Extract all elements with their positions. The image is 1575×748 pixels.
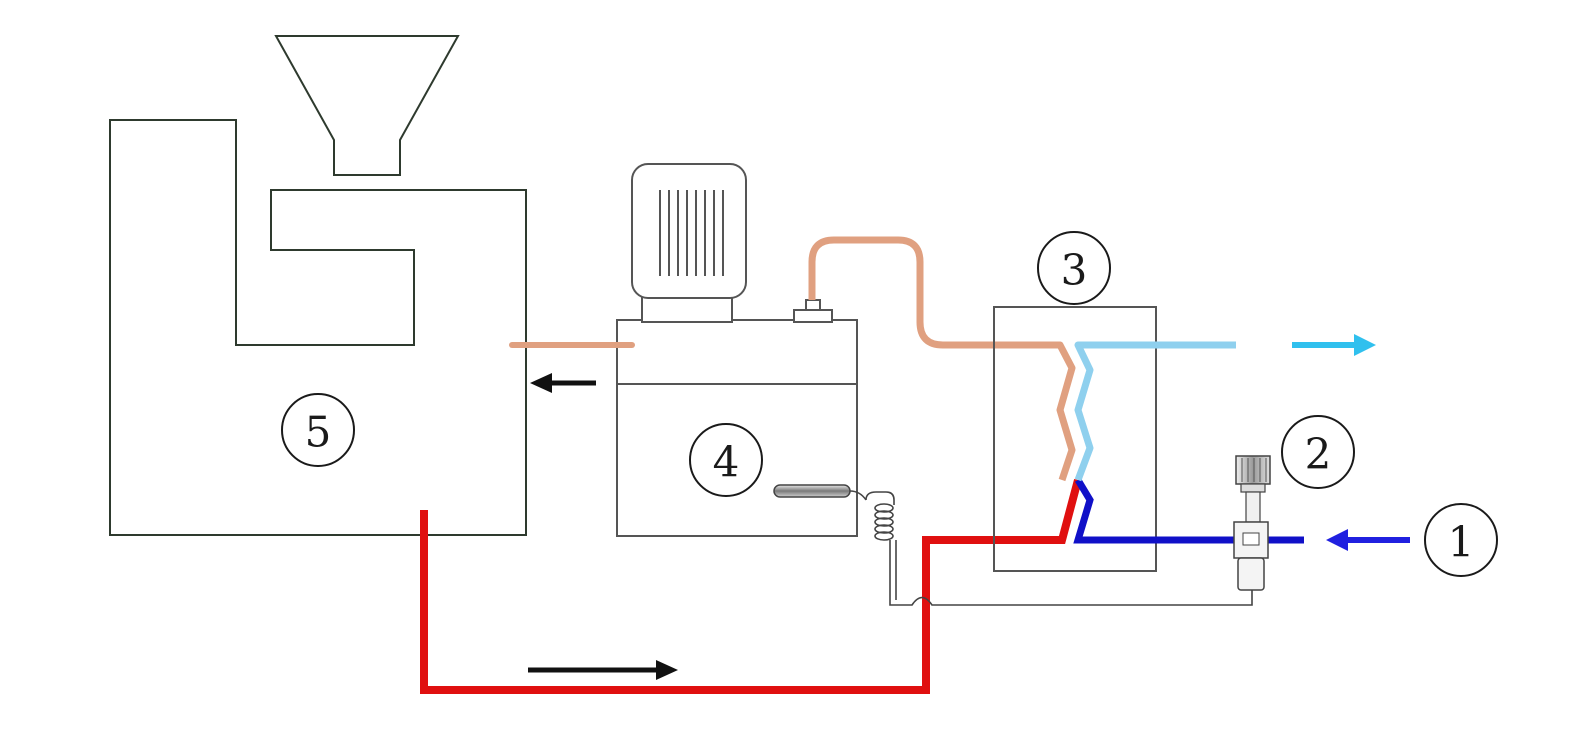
marker-chiller-unit-label: 4: [713, 438, 740, 487]
outlet-flow-arrow: [1292, 334, 1376, 356]
cold-outlet-line: [1074, 341, 1236, 482]
pump-fitting: [793, 299, 833, 323]
flow-arrow-bottom: [528, 660, 678, 680]
heat-exchanger: [993, 306, 1157, 572]
valve: [1233, 455, 1271, 591]
motor: [631, 163, 747, 323]
marker-inlet-label: 1: [1448, 518, 1475, 567]
marker-machine: 5: [281, 393, 355, 467]
hopper: [274, 35, 460, 176]
marker-heat-exchanger-label: 3: [1061, 246, 1088, 295]
inlet-flow-arrow: [1326, 529, 1410, 551]
flow-arrow-to-machine: [530, 373, 596, 393]
capillary-coil: [865, 491, 1253, 606]
hot-return-line: [420, 478, 1082, 694]
marker-heat-exchanger: 3: [1037, 231, 1111, 305]
machine-body: [109, 119, 527, 536]
marker-valve: 2: [1281, 415, 1355, 489]
marker-machine-label: 5: [305, 408, 332, 457]
marker-inlet: 1: [1424, 503, 1498, 577]
cold-inlet-line: [1073, 478, 1304, 544]
marker-valve-label: 2: [1305, 430, 1332, 479]
marker-chiller-unit: 4: [689, 423, 763, 497]
temperature-sensor: [773, 484, 867, 501]
warm-line-to-exchanger: [808, 236, 1076, 482]
